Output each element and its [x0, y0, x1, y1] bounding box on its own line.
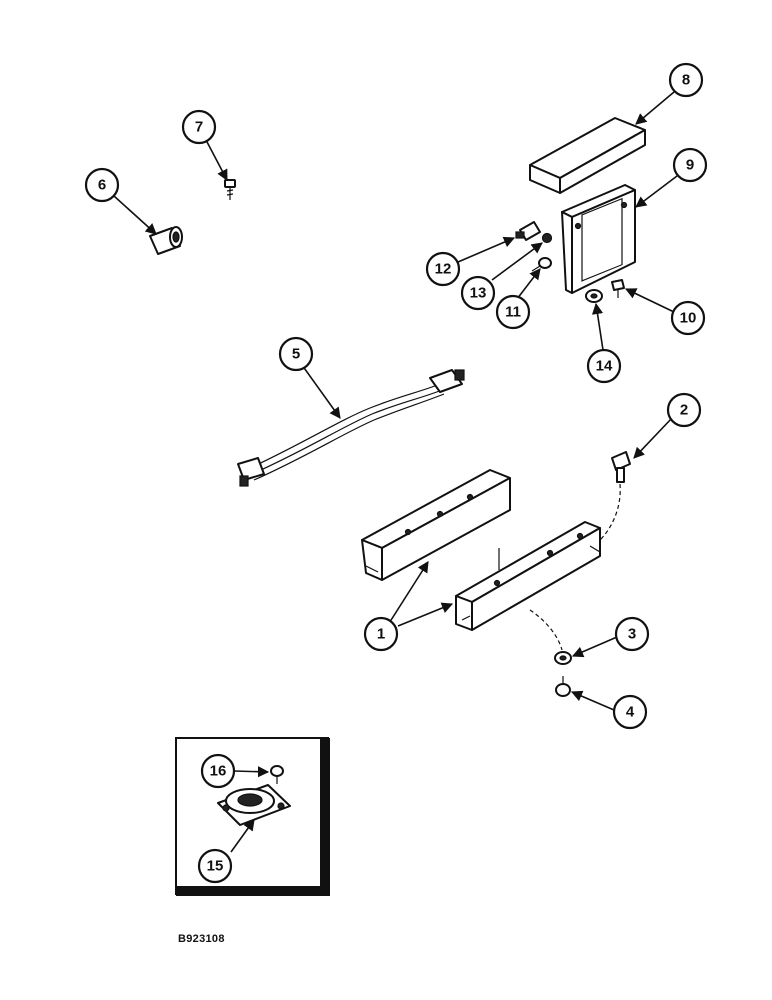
svg-text:12: 12 — [435, 261, 452, 278]
svg-text:1: 1 — [377, 626, 385, 643]
part-14-nut — [585, 289, 603, 303]
callout-9: 9 — [672, 147, 708, 183]
part-6-bushing — [149, 226, 183, 255]
callout-3: 3 — [614, 616, 650, 652]
callout-6: 6 — [84, 167, 120, 203]
svg-text:15: 15 — [207, 858, 224, 875]
svg-text:8: 8 — [682, 72, 690, 89]
part-9-module — [561, 184, 636, 294]
part-8-cover — [529, 117, 646, 194]
figure-id: B923108 — [178, 933, 225, 945]
callout-2: 2 — [666, 392, 702, 428]
svg-text:10: 10 — [680, 310, 697, 327]
leader-lines — [113, 91, 678, 853]
svg-text:11: 11 — [505, 304, 521, 321]
part-16-screw — [270, 765, 284, 784]
svg-text:16: 16 — [210, 763, 227, 780]
callout-12: 12 — [425, 251, 461, 287]
svg-text:14: 14 — [596, 358, 613, 375]
callout-10: 10 — [670, 300, 706, 336]
part-11-bolt — [531, 257, 552, 272]
part-3-nut — [529, 609, 572, 665]
svg-text:5: 5 — [292, 346, 300, 363]
part-1-bracket-lower — [455, 521, 601, 631]
part-7-screw — [224, 179, 236, 200]
part-4-screw — [555, 676, 571, 697]
callout-1: 1 — [363, 616, 399, 652]
callout-13: 13 — [460, 275, 496, 311]
svg-text:9: 9 — [686, 157, 694, 174]
part-13-nut — [541, 232, 553, 244]
callout-7: 7 — [181, 109, 217, 145]
callout-14: 14 — [586, 348, 622, 384]
svg-text:13: 13 — [470, 285, 487, 302]
part-5-harness — [237, 369, 465, 487]
svg-text:3: 3 — [628, 626, 636, 643]
callout-5: 5 — [278, 336, 314, 372]
part-15-speaker — [217, 784, 291, 826]
svg-text:4: 4 — [626, 704, 635, 721]
part-2-bolt — [599, 451, 631, 541]
callout-4: 4 — [612, 694, 648, 730]
svg-text:2: 2 — [680, 402, 688, 419]
callout-8: 8 — [668, 62, 704, 98]
part-1-bracket-upper — [361, 469, 511, 581]
part-12-connector — [515, 221, 541, 241]
callout-15: 15 — [197, 848, 233, 884]
inset-panel — [175, 737, 330, 896]
svg-text:7: 7 — [195, 119, 203, 136]
callout-16: 16 — [200, 753, 236, 789]
part-10-screw — [611, 279, 625, 298]
svg-text:6: 6 — [98, 177, 106, 194]
callout-11: 11 — [495, 294, 531, 330]
